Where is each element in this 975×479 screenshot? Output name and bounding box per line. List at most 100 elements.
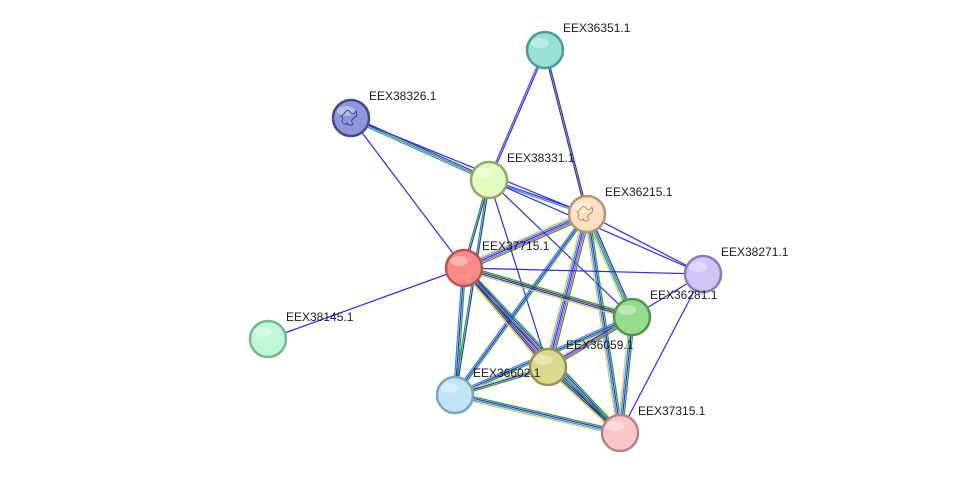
node-label-eex38326-1: EEX38326.1 <box>369 89 437 103</box>
node-label-eex36602-1: EEX36602.1 <box>473 366 541 380</box>
node-highlight <box>441 383 459 393</box>
node-eex36215-1[interactable] <box>567 194 607 234</box>
edge-eex36215-1-eex38271-1 <box>586 213 704 275</box>
node-eex37315-1[interactable] <box>600 413 640 453</box>
edge-line <box>547 213 588 368</box>
edge-line <box>545 49 589 214</box>
node-label-eex38271-1: EEX38271.1 <box>721 245 789 259</box>
edge-line <box>487 49 545 180</box>
node-circle[interactable] <box>683 254 723 294</box>
node-highlight <box>606 421 624 431</box>
edge-eex37715-1-eex38145-1 <box>267 267 465 340</box>
edge-line <box>586 213 704 275</box>
node-eex36059-1[interactable] <box>528 347 568 387</box>
node-eex38271-1[interactable] <box>683 254 723 294</box>
node-label-eex36351-1: EEX36351.1 <box>563 21 631 35</box>
edge-line <box>488 179 549 368</box>
edge-eex36215-1-eex36059-1 <box>544 213 591 368</box>
edge-line <box>489 50 547 181</box>
edge-eex36215-1-eex37315-1 <box>584 213 623 434</box>
edge-line <box>452 267 464 395</box>
node-highlight <box>689 262 707 272</box>
node-highlight <box>531 38 549 48</box>
node-label-eex36059-1: EEX36059.1 <box>566 338 634 352</box>
edge-eex36602-1-eex37315-1 <box>454 392 621 436</box>
edge-line <box>455 392 621 432</box>
edge-line <box>548 214 590 368</box>
node-label-eex36215-1: EEX36215.1 <box>605 185 673 199</box>
edge-eex37715-1-eex36602-1 <box>452 267 467 396</box>
node-eex37715-1[interactable] <box>444 248 484 288</box>
node-circle[interactable] <box>528 347 568 387</box>
edge-line <box>544 213 585 367</box>
protein-structure-icon <box>339 109 358 126</box>
node-highlight <box>254 327 272 337</box>
edge-line <box>453 212 587 395</box>
node-circle[interactable] <box>612 297 652 337</box>
node-eex36281-1[interactable] <box>612 297 652 337</box>
edge-line <box>454 396 620 436</box>
edge-eex36351-1-eex38331-1 <box>487 49 547 181</box>
node-eex38331-1[interactable] <box>469 160 509 200</box>
node-label-eex36281-1: EEX36281.1 <box>650 288 718 302</box>
edge-line <box>455 268 467 396</box>
edge-eex36351-1-eex36215-1 <box>543 49 589 215</box>
edge-line <box>464 265 633 316</box>
edge-line <box>350 117 588 215</box>
edge-eex38271-1-eex37315-1 <box>619 273 704 434</box>
edge-line <box>620 317 634 434</box>
edge-eex36215-1-eex36602-1 <box>453 212 589 397</box>
edge-line <box>550 214 591 368</box>
edge-line <box>455 180 491 396</box>
edge-eex36215-1-eex37715-1 <box>462 210 589 272</box>
node-circle[interactable] <box>444 248 484 288</box>
edge-line <box>350 117 465 269</box>
node-circle[interactable] <box>600 413 640 453</box>
edge-eex38326-1-eex38331-1 <box>350 115 490 183</box>
edge-line <box>455 214 589 397</box>
edge-line <box>584 214 619 434</box>
edge-line <box>454 395 620 435</box>
edge-line <box>585 214 620 434</box>
labels-layer: EEX36351.1EEX38326.1EEX38331.1EEX36215.1… <box>286 21 789 418</box>
protein-structure-icon <box>575 205 594 222</box>
edge-line <box>464 214 588 271</box>
edge-eex37715-1-eex38271-1 <box>463 267 704 275</box>
edge-eex38331-1-eex36602-1 <box>453 179 491 396</box>
node-eex38145-1[interactable] <box>248 319 288 359</box>
edge-line <box>350 117 490 181</box>
edge-eex38326-1-eex37715-1 <box>350 117 465 269</box>
nodes-layer <box>248 30 723 453</box>
edge-eex36281-1-eex37315-1 <box>617 316 635 434</box>
node-circle[interactable] <box>435 375 475 415</box>
node-highlight <box>475 168 493 178</box>
edge-line <box>621 317 635 434</box>
edge-line <box>587 213 622 433</box>
edge-line <box>454 267 465 396</box>
edge-line <box>465 216 589 272</box>
node-circle[interactable] <box>248 319 288 359</box>
edge-line <box>463 267 704 275</box>
edge-line <box>455 393 621 433</box>
node-highlight <box>618 305 636 315</box>
node-eex36602-1[interactable] <box>435 375 475 415</box>
node-circle[interactable] <box>525 30 565 70</box>
edge-line <box>463 211 587 268</box>
node-circle[interactable] <box>469 160 509 200</box>
node-highlight <box>534 355 552 365</box>
node-circle[interactable] <box>331 98 371 138</box>
node-label-eex37315-1: EEX37315.1 <box>638 404 706 418</box>
node-eex36351-1[interactable] <box>525 30 565 70</box>
edge-line <box>588 213 623 433</box>
edge-line <box>267 267 465 340</box>
edge-line <box>462 210 586 266</box>
edge-line <box>461 269 547 370</box>
node-label-eex38331-1: EEX38331.1 <box>507 151 575 165</box>
edge-line <box>453 179 489 395</box>
edge-line <box>618 316 632 433</box>
edge-eex38331-1-eex36059-1 <box>488 179 549 368</box>
node-eex38326-1[interactable] <box>331 98 371 138</box>
node-circle[interactable] <box>567 194 607 234</box>
edge-line <box>545 213 587 367</box>
edge-eex38326-1-eex36215-1 <box>350 117 588 215</box>
